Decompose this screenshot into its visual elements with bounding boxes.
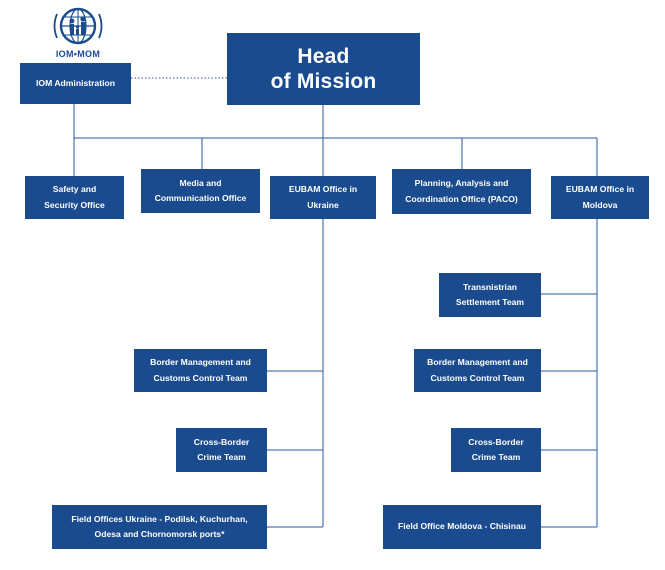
- head-line2: of Mission: [270, 70, 377, 93]
- eubam-ukraine-office-box: EUBAM Office in Ukraine: [270, 176, 376, 219]
- safety-line1: Safety and: [52, 184, 97, 195]
- moldova-border-management-box: Border Management and Customs Control Te…: [414, 349, 541, 392]
- safety-security-office-box: Safety and Security Office: [25, 176, 124, 219]
- ua-field-line1: Field Offices Ukraine - Podilsk, Kuchurh…: [71, 513, 248, 524]
- media-line1: Media and: [179, 177, 222, 188]
- head-line1: Head: [297, 44, 350, 68]
- ua-crime-line2: Crime Team: [197, 452, 246, 462]
- md-border-line2: Customs Control Team: [430, 372, 525, 383]
- md-crime-line1: Cross-Border: [468, 436, 524, 447]
- ukraine-border-management-box: Border Management and Customs Control Te…: [134, 349, 267, 392]
- logo-text: IOM•MOM: [55, 49, 101, 59]
- ua-crime-line1: Cross-Border: [193, 436, 250, 447]
- ua-border-line1: Border Management and: [150, 357, 251, 368]
- md-trans-line1: Transnistrian: [463, 281, 517, 292]
- md-field-label: Field Office Moldova - Chisinau: [398, 521, 526, 532]
- iom-administration-label: IOM Administration: [36, 77, 115, 88]
- media-line2: Communication Office: [154, 193, 247, 203]
- moldova-cross-border-crime-box: Cross-Border Crime Team: [451, 428, 541, 472]
- ukraine-line1: EUBAM Office in: [288, 184, 358, 195]
- md-crime-line2: Crime Team: [471, 452, 521, 462]
- ukraine-field-offices-box: Field Offices Ukraine - Podilsk, Kuchurh…: [52, 505, 267, 549]
- safety-line2: Security Office: [44, 199, 105, 210]
- paco-office-box: Planning, Analysis and Coordination Offi…: [392, 169, 531, 214]
- md-border-line1: Border Management and: [427, 357, 528, 368]
- ua-field-line2: Odesa and Chornomorsk ports*: [94, 529, 225, 539]
- moldova-line1: EUBAM Office in: [565, 184, 635, 195]
- ukraine-cross-border-crime-box: Cross-Border Crime Team: [176, 428, 267, 472]
- head-of-mission-box: Head of Mission: [227, 33, 420, 105]
- paco-line2: Coordination Office (PACO): [405, 193, 518, 204]
- paco-line1: Planning, Analysis and: [414, 178, 509, 189]
- ukraine-line2: Ukraine: [307, 199, 339, 210]
- md-trans-line2: Settlement Team: [455, 297, 525, 307]
- moldova-field-office-box: Field Office Moldova - Chisinau: [383, 505, 541, 549]
- ua-border-line2: Customs Control Team: [153, 372, 248, 383]
- moldova-line2: Moldova: [582, 199, 618, 210]
- iom-administration-box: IOM Administration: [20, 63, 131, 104]
- eubam-moldova-office-box: EUBAM Office in Moldova: [551, 176, 649, 219]
- moldova-transnistrian-settlement-box: Transnistrian Settlement Team: [439, 273, 541, 317]
- iom-logo-icon: [53, 7, 103, 45]
- media-communication-office-box: Media and Communication Office: [141, 169, 260, 213]
